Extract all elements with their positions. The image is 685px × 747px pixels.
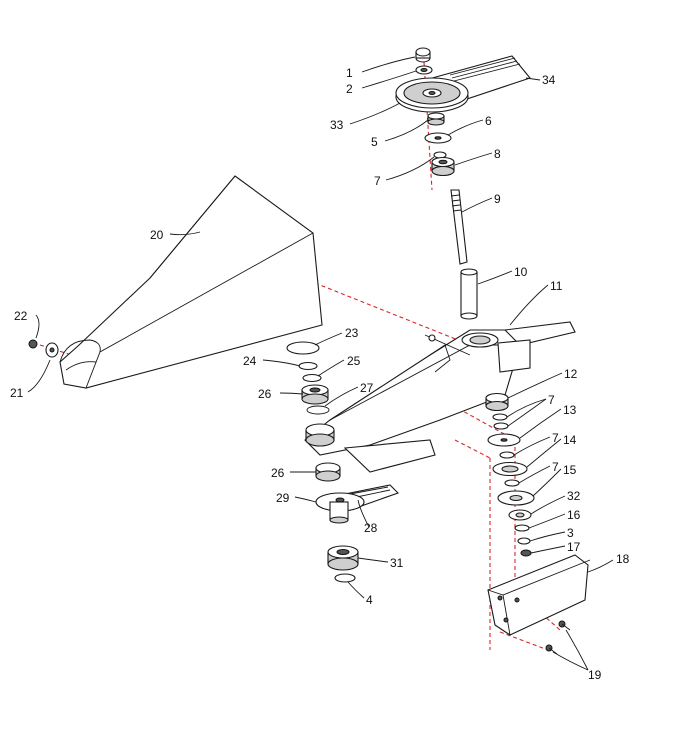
callout-4: 4 [366, 593, 373, 607]
rings-part-7-right [492, 413, 509, 430]
bearing-part-26-upper [301, 384, 329, 405]
callout-31: 31 [390, 556, 404, 570]
washer-part-6 [424, 132, 452, 144]
callout-labels: 1 2 34 33 5 6 7 8 9 20 10 11 22 21 23 24… [10, 66, 630, 682]
ring-part-4 [334, 573, 356, 583]
hood-part-20 [59, 175, 323, 389]
pulley-part-33 [395, 77, 469, 113]
callout-1: 1 [346, 66, 353, 80]
callout-25: 25 [347, 354, 361, 368]
callout-10: 10 [514, 265, 528, 279]
callout-15: 15 [563, 463, 577, 477]
callout-7c: 7 [552, 431, 559, 445]
callout-21: 21 [10, 386, 24, 400]
main-arm-part-11 [304, 321, 576, 473]
disc-part-15 [497, 490, 535, 506]
callout-11: 11 [550, 279, 563, 293]
disc-part-14 [492, 461, 528, 477]
callout-34: 34 [542, 73, 556, 87]
cap-part-23 [286, 341, 320, 355]
callout-32: 32 [567, 489, 581, 503]
sleeve-part-10 [460, 268, 478, 320]
callout-29: 29 [276, 491, 290, 505]
callout-6: 6 [485, 114, 492, 128]
washer-part-3 [517, 537, 531, 545]
bushing-part-5 [427, 112, 445, 126]
callout-9: 9 [494, 192, 501, 206]
leader-lines [27, 56, 614, 671]
callout-17: 17 [567, 540, 581, 554]
nut-part-1 [415, 47, 431, 63]
bearing-part-12 [485, 392, 509, 412]
hub-part-29 [315, 492, 365, 524]
callout-23: 23 [345, 326, 359, 340]
callout-2: 2 [346, 82, 353, 96]
callout-7d: 7 [552, 460, 559, 474]
callout-7a: 7 [374, 174, 381, 188]
spacer-part-32 [508, 509, 532, 521]
callout-20: 20 [150, 228, 164, 242]
callout-28: 28 [364, 521, 378, 535]
disc-part-13 [487, 433, 521, 447]
bearing-part-26-lower [315, 462, 341, 482]
callout-26b: 26 [271, 466, 285, 480]
callout-24: 24 [243, 354, 257, 368]
shaft-part-9 [450, 189, 468, 265]
callout-22: 22 [14, 309, 28, 323]
ring-part-24 [298, 361, 318, 371]
callout-5: 5 [371, 135, 378, 149]
callout-12: 12 [564, 367, 578, 381]
washer-part-16 [514, 524, 530, 532]
washer-part-21 [45, 342, 59, 358]
ring-part-7-low [504, 479, 520, 487]
callout-33: 33 [330, 118, 344, 132]
nut-part-17 [520, 549, 532, 557]
callout-19: 19 [588, 668, 602, 682]
nut-part-22 [28, 339, 38, 349]
cover-part-18 [487, 554, 591, 636]
callout-16: 16 [567, 508, 581, 522]
bolts-part-19 [545, 620, 571, 655]
bearing-part-31 [327, 545, 359, 571]
ring-part-25 [302, 373, 322, 383]
callout-8: 8 [494, 147, 501, 161]
callout-7b: 7 [548, 393, 555, 407]
housing-ring [305, 423, 335, 447]
callout-18: 18 [616, 552, 630, 566]
callout-3: 3 [567, 526, 574, 540]
washer-part-2 [415, 65, 433, 75]
bearing-part-8 [431, 156, 455, 177]
callout-26a: 26 [258, 387, 272, 401]
snap-ring-part-27 [306, 405, 330, 415]
callout-13: 13 [563, 403, 577, 417]
callout-27: 27 [360, 381, 374, 395]
ring-part-7-mid [499, 451, 515, 459]
callout-14: 14 [563, 433, 577, 447]
